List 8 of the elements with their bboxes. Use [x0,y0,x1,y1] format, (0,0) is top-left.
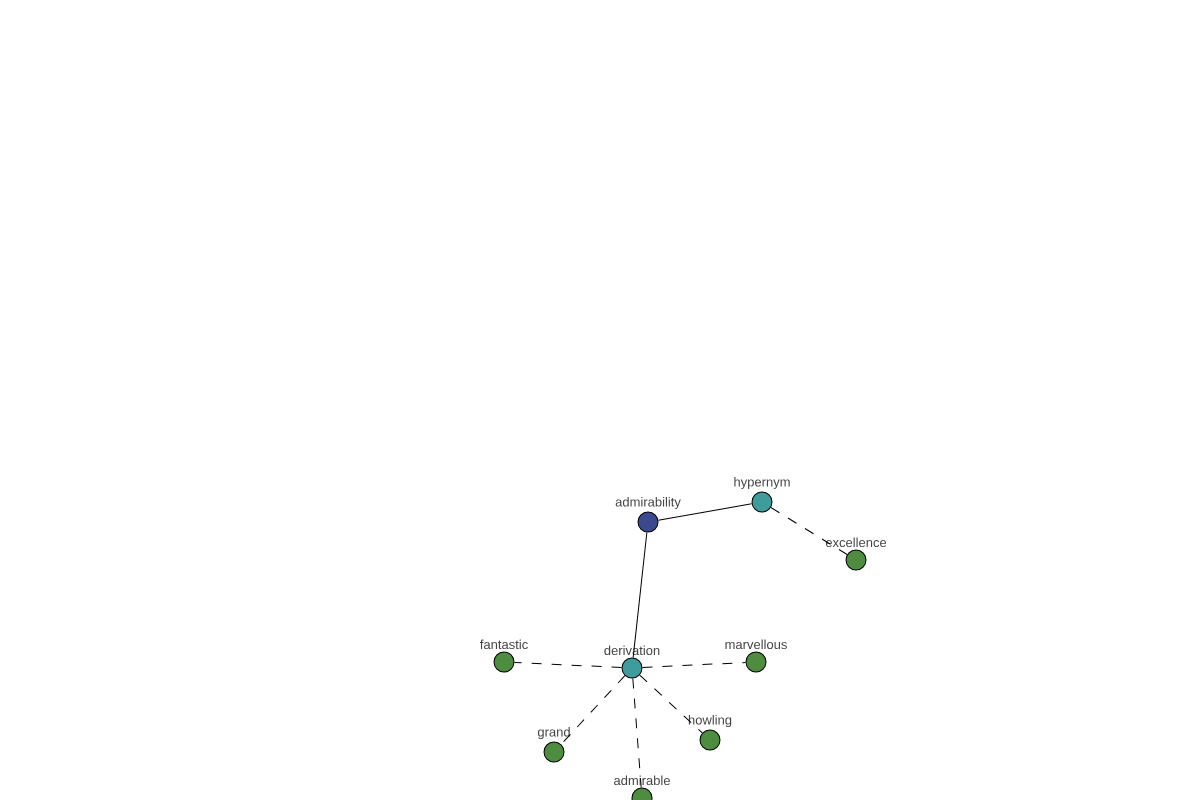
connector-line [632,678,642,789]
connector-line [657,503,753,521]
connector-line [770,507,848,555]
connector-line [560,675,626,745]
connector-line [642,662,746,668]
connector-line [639,674,703,734]
connector-line [514,662,622,668]
connector-line [632,531,648,659]
